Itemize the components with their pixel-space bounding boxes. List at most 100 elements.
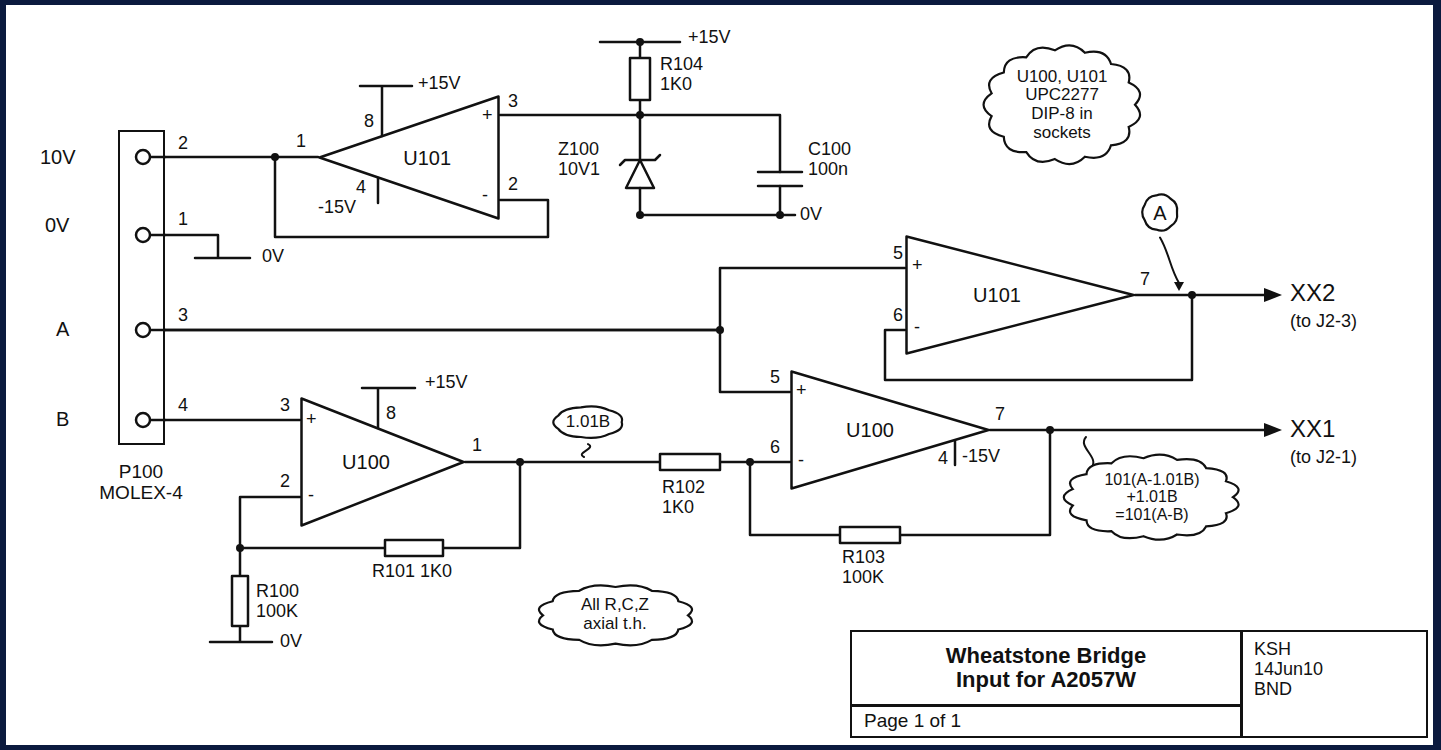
connector-pin (136, 413, 150, 427)
wire (465, 461, 790, 464)
junction-dot (746, 458, 754, 466)
signal-label: XX1 (1290, 416, 1335, 442)
node-text: Wheatstone Bridge Input for A2057W (931, 644, 1161, 692)
junction-dot (1046, 426, 1054, 434)
zener-symbol (620, 155, 660, 188)
junction-dot (236, 544, 244, 552)
ground-wire (165, 235, 250, 258)
opamp-symbol: U101 (905, 235, 1135, 355)
callout-cloud: 1.01B (550, 402, 627, 442)
junction-dot (636, 111, 644, 119)
supply-label: -15V (318, 198, 356, 218)
connector-pin (136, 323, 150, 337)
supply-label: -15V (962, 447, 1000, 467)
pin-number: 3 (280, 396, 290, 416)
pin-stub (150, 157, 165, 420)
cell-divider (852, 704, 1242, 707)
signal-label: (to J2-3) (1290, 312, 1357, 332)
cloud-outline-path (1064, 454, 1239, 539)
pin-number: 2 (508, 175, 518, 195)
connector-block: P100 MOLEX-4 (118, 130, 165, 445)
feedback-wire (275, 157, 548, 237)
pin-number: 5 (893, 244, 903, 264)
title-block: Wheatstone Bridge Input for A2057W KSH 14… (850, 630, 1428, 738)
pin-number: 4 (356, 178, 366, 198)
junction-dot (716, 326, 724, 334)
pin-number: 3 (178, 306, 188, 326)
component-label: R101 1K0 (372, 562, 452, 582)
pin-number: 6 (770, 438, 780, 458)
resistor-symbol (660, 454, 720, 470)
pin-number: 2 (178, 134, 188, 154)
supply-label: 0V (800, 205, 822, 225)
capacitor-symbol (758, 172, 802, 186)
leader-line (1084, 437, 1093, 468)
resistor-symbol (232, 576, 248, 626)
junction-dot (516, 458, 524, 466)
cloud-outline-path (1142, 195, 1177, 231)
pin-polarity: + (796, 381, 807, 401)
pin-number: 5 (770, 368, 780, 388)
pin-polarity: - (482, 186, 488, 206)
feedback-wire (210, 462, 520, 642)
junction-dot (776, 211, 784, 219)
wire (165, 268, 905, 330)
supply-label: +15V (418, 74, 461, 94)
node-text: P100 MOLEX-4 (86, 462, 196, 504)
pin-number: 7 (1140, 270, 1150, 290)
opamp-symbol: U100 (300, 397, 465, 527)
wire (165, 419, 300, 422)
pin-number: 3 (508, 92, 518, 112)
pin-number: 8 (386, 404, 396, 424)
pin-polarity: + (912, 256, 923, 276)
pin-polarity: - (308, 486, 314, 506)
supply-pin (362, 388, 415, 428)
supply-label: +15V (425, 373, 468, 393)
junction-group (236, 38, 1196, 552)
supply-label: 0V (45, 214, 69, 236)
resistor-symbol (385, 540, 443, 556)
pin-number: 1 (472, 436, 482, 456)
component-label: R100 100K (256, 582, 311, 622)
arrowhead (1264, 288, 1282, 302)
wire (165, 330, 790, 392)
pin-polarity: + (482, 106, 493, 126)
node-text: U100, U101 UPC2277 DIP-8 in sockets (1012, 68, 1112, 143)
cell-divider (1240, 632, 1243, 736)
node-text: 101(A-1.01B) +1.01B =101(A-B) (1096, 471, 1208, 524)
cloud-outline-path (983, 46, 1139, 165)
cloud-outline-path (538, 585, 691, 645)
connector-pin (136, 150, 150, 164)
node-text: U100 (846, 419, 894, 441)
node-text: KSH 14Jun10 BND (1254, 640, 1344, 699)
opamp-triangle (792, 372, 989, 489)
reference-wire (500, 42, 795, 215)
junction-dot (636, 38, 644, 46)
supply-label: 0V (280, 632, 302, 652)
signal-label: XX2 (1290, 280, 1335, 306)
arrowhead (1264, 423, 1282, 437)
node-text: U101 (403, 147, 451, 169)
node-text: U101 (973, 284, 1021, 306)
resistor-symbol (630, 58, 650, 100)
node-text: 1.01B (566, 413, 610, 432)
pin-polarity: - (914, 318, 920, 338)
signal-label: A (56, 318, 69, 340)
pin-polarity: - (798, 451, 804, 471)
signal-label: B (56, 408, 69, 430)
junction-dot (636, 211, 644, 219)
leader-arrowhead (1174, 282, 1184, 291)
pin-number: 8 (364, 112, 374, 132)
callout-cloud: A (1138, 190, 1182, 235)
junction-dot (1188, 291, 1196, 299)
node-text: Page 1 of 1 (864, 711, 1224, 732)
pin-number: 4 (938, 449, 948, 469)
wire-group (150, 42, 1268, 642)
component-label: R104 1K0 (660, 55, 712, 95)
cloud-outline-path (553, 406, 622, 438)
junction-dot (271, 153, 279, 161)
